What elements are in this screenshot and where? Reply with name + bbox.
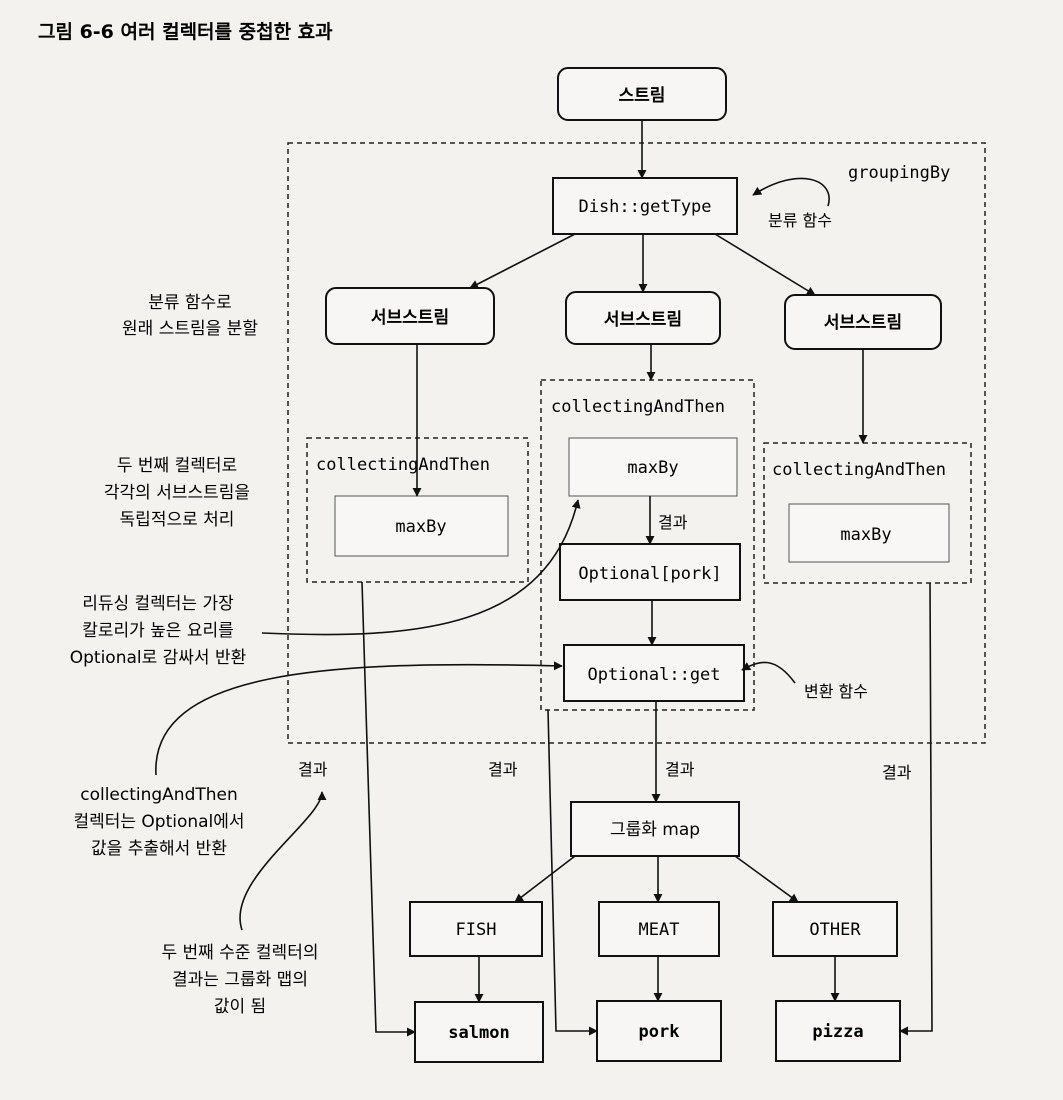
annotation-second-level-line-2: 결과는 그룹화 맵의	[172, 970, 308, 990]
collecting-and-then-label-1: collectingAndThen	[316, 455, 490, 475]
annotation-second-collector-line-1: 두 번째 컬렉터로	[117, 456, 237, 476]
annotation-split-line-2: 원래 스트림을 분할	[122, 319, 258, 339]
value-label-pork: pork	[639, 1022, 680, 1042]
key-node-fish	[409, 901, 543, 957]
optional-pork-label: Optional[pork]	[578, 564, 721, 584]
figure-title: 그림 6-6 여러 컬렉터를 중첩한 효과	[38, 21, 333, 43]
value-label-salmon: salmon	[448, 1023, 509, 1043]
pointer-second-level-note	[239, 791, 327, 931]
result-label-3: 결과	[665, 760, 695, 779]
key-node-other	[772, 901, 898, 957]
annotation-collecting-then-line-3: 값을 추출해서 반환	[91, 839, 227, 859]
connector-region-2-to-pork	[547, 709, 598, 1036]
annotation-split: 분류 함수로 원래 스트림을 분할	[122, 293, 258, 339]
substream-label-1: 서브스트림	[371, 308, 449, 328]
annotation-second-collector-line-3: 독립적으로 처리	[120, 510, 235, 530]
pointer-reducing-note	[261, 499, 581, 636]
collecting-and-then-region-3	[763, 442, 972, 584]
max-by-label-1: maxBy	[395, 517, 446, 537]
annotation-reducing-line-2: 칼로리가 높은 요리를	[82, 621, 234, 641]
annotation-second-level: 두 번째 수준 컬렉터의 결과는 그룹화 맵의 값이 됨	[162, 943, 319, 1017]
max-by-node-2	[568, 437, 738, 497]
arrow-classifier-to-substream-1	[469, 233, 576, 289]
annotation-reducing-line-3: Optional로 감싸서 반환	[70, 648, 247, 668]
connector-region-1-to-salmon	[361, 581, 416, 1037]
optional-get-label: Optional::get	[587, 665, 720, 685]
annotation-collecting-then: collectingAndThen 컬렉터는 Optional에서 값을 추출해…	[73, 785, 244, 859]
annotation-second-level-line-1: 두 번째 수준 컬렉터의	[162, 943, 319, 963]
classifier-note: 분류 함수	[768, 211, 832, 230]
key-label-other: OTHER	[809, 920, 861, 940]
max-by-label-3: maxBy	[840, 525, 891, 545]
max-by-node-1	[334, 495, 509, 557]
collecting-and-then-label-3: collectingAndThen	[772, 460, 946, 480]
connector-region-3-to-pizza	[899, 582, 933, 1036]
key-label-fish: FISH	[456, 920, 497, 940]
grouping-by-label: groupingBy	[848, 163, 950, 183]
pointer-classifier-note	[752, 177, 830, 207]
key-label-meat: MEAT	[639, 920, 680, 940]
result-label-4: 결과	[882, 763, 912, 782]
max-by-label-2: maxBy	[627, 458, 678, 478]
pointer-collecting-then-note	[155, 661, 563, 776]
result-label-1: 결과	[298, 760, 328, 779]
collecting-and-then-region-2	[540, 379, 755, 711]
classifier-label: Dish::getType	[578, 197, 711, 217]
pointer-transform-note	[741, 661, 796, 684]
annotation-reducing-line-1: 리듀싱 컬렉터는 가장	[82, 594, 234, 614]
optional-pork-node	[559, 543, 741, 601]
result-label-2: 결과	[488, 760, 518, 779]
arrow-map-to-fish	[514, 855, 576, 903]
annotation-second-collector-line-2: 각각의 서브스트림을	[104, 483, 250, 503]
result-label-inner: 결과	[658, 513, 688, 532]
grouping-map-label: 그룹화 map	[610, 820, 700, 840]
classifier-node	[552, 177, 738, 235]
substream-label-2: 서브스트림	[604, 310, 682, 330]
stream-label: 스트림	[619, 86, 666, 106]
annotation-split-line-1: 분류 함수로	[148, 293, 232, 313]
value-node-pork	[596, 1000, 722, 1062]
annotation-second-level-line-3: 값이 됨	[214, 997, 266, 1017]
transform-note: 변환 함수	[804, 682, 868, 701]
value-label-pizza: pizza	[812, 1022, 863, 1042]
value-node-pizza	[775, 1000, 901, 1062]
substream-node-1	[325, 287, 495, 345]
arrow-classifier-to-substream-3	[714, 233, 816, 296]
substream-label-3: 서브스트림	[824, 313, 902, 333]
optional-get-node	[563, 644, 745, 702]
max-by-node-3	[788, 503, 950, 563]
value-node-salmon	[414, 1001, 544, 1063]
collecting-and-then-label-2: collectingAndThen	[551, 397, 725, 417]
arrow-map-to-other	[734, 855, 799, 903]
annotation-collecting-then-line-2: 컬렉터는 Optional에서	[73, 812, 244, 832]
annotation-second-collector: 두 번째 컬렉터로 각각의 서브스트림을 독립적으로 처리	[104, 456, 250, 530]
annotation-reducing: 리듀싱 컬렉터는 가장 칼로리가 높은 요리를 Optional로 감싸서 반환	[70, 594, 247, 668]
annotation-collecting-then-line-1: collectingAndThen	[80, 785, 238, 805]
